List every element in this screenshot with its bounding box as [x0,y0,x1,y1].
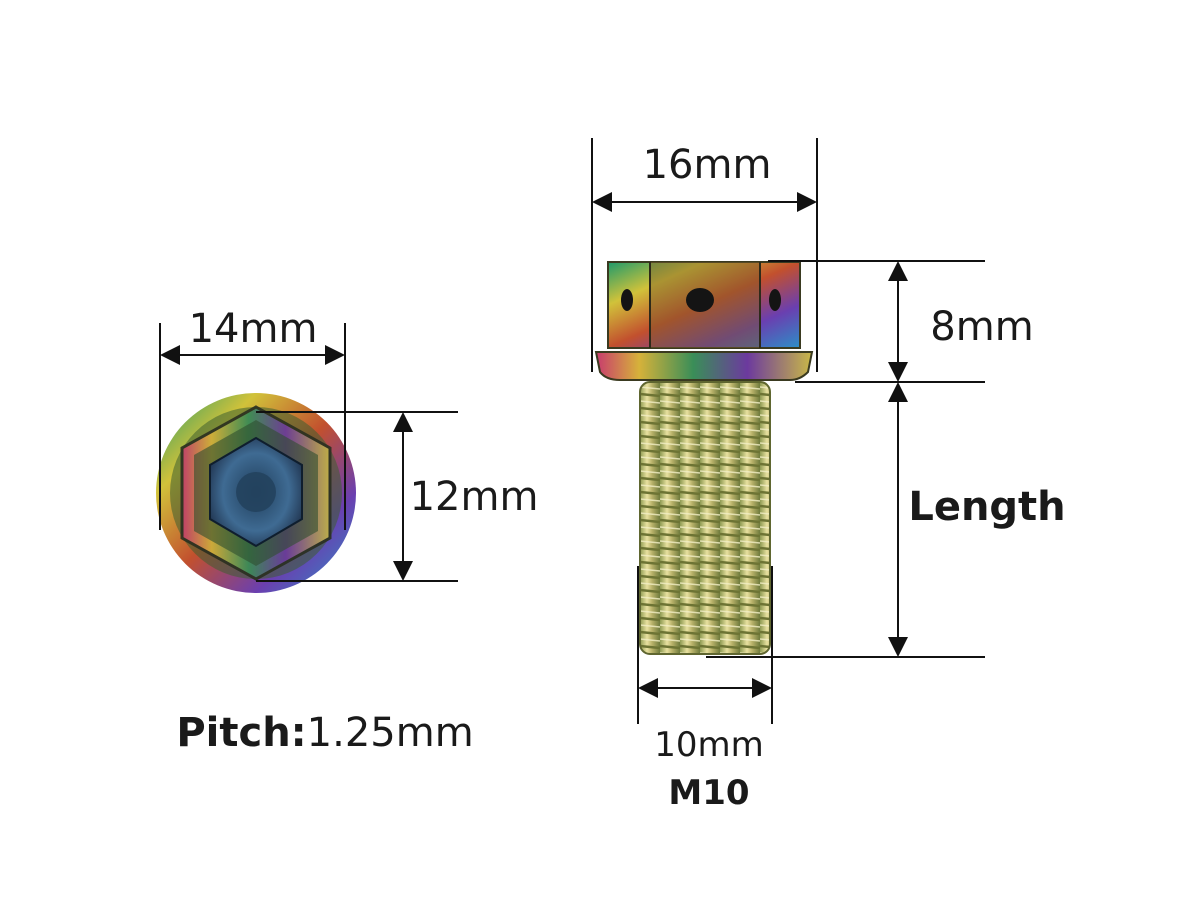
head-height-dimension: 8mm [768,260,1034,383]
length-dimension: Length [706,382,1066,658]
thread-size-label: M10 [668,773,749,813]
end-width-label: 14mm [189,306,318,352]
head-width-label: 16mm [643,142,772,188]
head-height-label: 8mm [930,304,1033,350]
end-width-dimension: 14mm [159,306,346,530]
end-height-dimension: 12mm [256,411,539,582]
bolt-side-view-icon [594,261,814,655]
pitch-text: Pitch:1.25mm [176,710,473,756]
length-label: Length [908,484,1065,530]
thread-diameter-dimension: 10mm M10 [637,566,773,813]
pitch-value: 1.25mm [307,710,474,756]
head-width-dimension: 16mm [591,138,818,372]
end-height-label: 12mm [410,474,539,520]
pitch-label: Pitch: [176,710,306,756]
thread-diameter-label: 10mm [654,725,764,765]
bolt-end-view-icon [156,393,356,593]
